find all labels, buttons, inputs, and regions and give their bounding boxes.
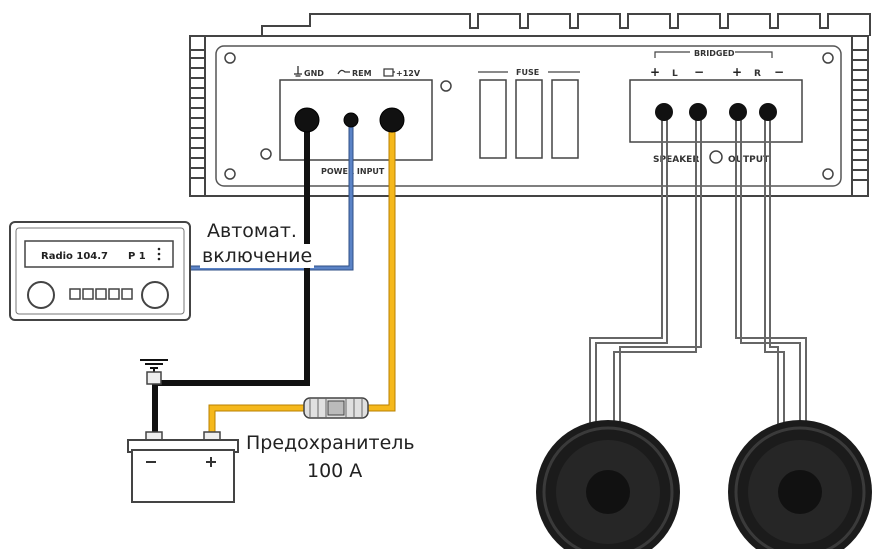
preset-button bbox=[121, 288, 133, 300]
left-channel-label: L bbox=[672, 69, 678, 79]
remote-symbol-icon bbox=[337, 69, 350, 75]
right-plus-sign: + bbox=[732, 65, 742, 79]
fuse-slot bbox=[551, 79, 579, 159]
left-plus-terminal bbox=[655, 103, 673, 121]
tuning-knob bbox=[141, 281, 169, 309]
battery-body bbox=[131, 449, 235, 503]
fuse-slot bbox=[515, 79, 543, 159]
bridged-label: BRIDGED bbox=[694, 49, 735, 58]
screw-icon bbox=[822, 168, 834, 180]
ground-symbol-icon bbox=[294, 66, 302, 77]
volume-knob bbox=[27, 281, 55, 309]
radio-inner-frame bbox=[15, 227, 185, 315]
rem-terminal bbox=[343, 112, 359, 128]
left-speaker bbox=[536, 420, 680, 549]
right-minus-terminal bbox=[759, 103, 777, 121]
amplifier-heatsink-top bbox=[195, 13, 871, 37]
fuse-label-line2: 100 А bbox=[305, 459, 365, 483]
preset-button bbox=[69, 288, 81, 300]
right-channel-label: R bbox=[754, 69, 761, 79]
screw-icon bbox=[224, 168, 236, 180]
bridged-bracket bbox=[654, 51, 773, 58]
remote-label-line1: Автомат. bbox=[205, 219, 299, 243]
fuse-slot bbox=[479, 79, 507, 159]
screw-icon bbox=[224, 52, 236, 64]
radio-display bbox=[24, 240, 174, 268]
ground-post bbox=[146, 371, 162, 385]
plus12v-terminal bbox=[379, 107, 405, 133]
remote-wire bbox=[190, 124, 353, 270]
led-indicator-icon bbox=[709, 150, 723, 164]
amplifier-heatsink-left bbox=[189, 35, 205, 197]
speaker-wires bbox=[589, 115, 807, 434]
gnd-terminal bbox=[294, 107, 320, 133]
amplifier-inner-panel bbox=[215, 45, 842, 187]
right-speaker bbox=[728, 420, 872, 549]
screw-icon bbox=[822, 52, 834, 64]
fuse-label: FUSE bbox=[516, 68, 539, 77]
preset-button bbox=[108, 288, 120, 300]
gnd-label: GND bbox=[304, 69, 324, 78]
battery-symbol-icon bbox=[383, 68, 395, 77]
left-plus-sign: + bbox=[650, 65, 660, 79]
speaker-label: SPEAKER bbox=[653, 155, 699, 165]
mount-hole-icon bbox=[440, 80, 452, 92]
rem-label: REM bbox=[352, 69, 372, 78]
battery bbox=[127, 431, 239, 503]
radio-display-text: Radio 104.7 bbox=[41, 251, 108, 262]
battery-plus-icon bbox=[206, 457, 216, 467]
power-wire bbox=[209, 124, 395, 436]
right-minus-sign: − bbox=[774, 65, 784, 79]
preset-button bbox=[95, 288, 107, 300]
left-minus-terminal bbox=[689, 103, 707, 121]
preset-button bbox=[82, 288, 94, 300]
menu-dots-icon bbox=[157, 247, 161, 261]
radio-preset-text: P 1 bbox=[128, 251, 146, 262]
left-minus-sign: − bbox=[694, 65, 704, 79]
amplifier-heatsink-right bbox=[852, 35, 869, 197]
inline-fuse-holder bbox=[303, 397, 369, 419]
output-label: OUTPUT bbox=[728, 155, 770, 165]
mount-hole-icon bbox=[260, 148, 272, 160]
car-radio: Radio 104.7 P 1 bbox=[9, 221, 191, 321]
right-plus-terminal bbox=[729, 103, 747, 121]
fuse-label-line1: Предохранитель bbox=[244, 431, 417, 455]
plus12v-label: +12V bbox=[396, 69, 421, 78]
remote-label-line2: включение bbox=[200, 244, 315, 268]
